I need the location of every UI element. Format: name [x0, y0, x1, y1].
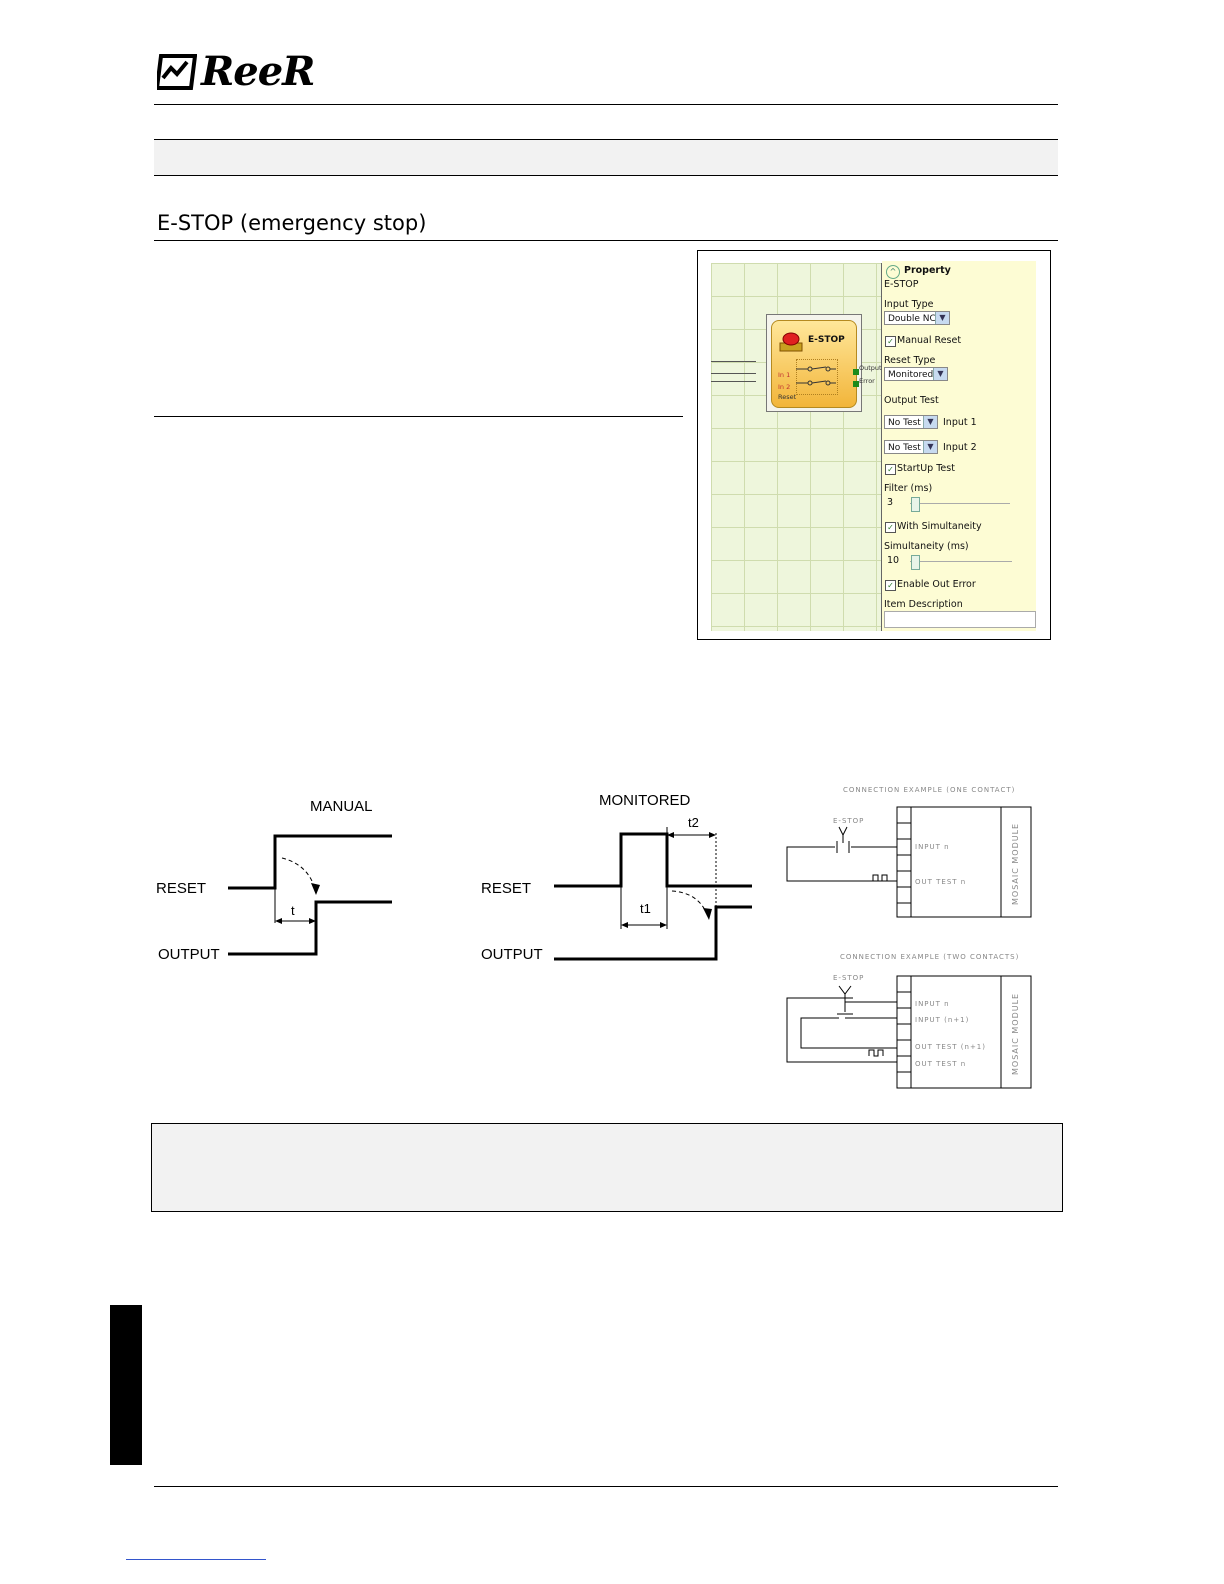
filter-slider-thumb[interactable]: [911, 497, 920, 512]
test1-label: Input 1: [943, 417, 977, 428]
filter-slider[interactable]: [910, 503, 1010, 504]
enable-out-error-checkbox[interactable]: ✓: [885, 580, 896, 591]
reer-logo: ReeR: [157, 48, 315, 95]
manual-reset-checkbox[interactable]: ✓: [885, 336, 896, 347]
enable-out-error-label: Enable Out Error: [897, 579, 976, 590]
connection-one-diagram: [786, 806, 1032, 918]
monitored-reset-label: RESET: [481, 880, 532, 897]
property-sheet: ^ Property E-STOP Input Type Double NC ▼…: [882, 261, 1036, 631]
pin-reset: Reset: [778, 393, 797, 401]
connection-two-diagram: [786, 975, 1032, 1089]
test1-value: No Test: [888, 418, 921, 428]
estop-block[interactable]: E-STOP In 1 In 2 Reset Output Error: [766, 314, 882, 412]
connection-two-module: MOSAIC MODULE: [1011, 992, 1020, 1075]
chevron-down-icon: ▼: [933, 368, 947, 380]
input-type-select[interactable]: Double NC ▼: [884, 311, 950, 325]
connection-one-title: CONNECTION EXAMPLE (ONE CONTACT): [843, 786, 1016, 794]
pin-in2: In 2: [778, 383, 791, 391]
note-box: [151, 1123, 1063, 1212]
filter-label: Filter (ms): [884, 483, 933, 494]
manual-output-label: OUTPUT: [158, 946, 220, 963]
startup-test-label: StartUp Test: [897, 463, 955, 474]
monitored-t2-label: t2: [688, 815, 699, 830]
connection-two-estop: E-STOP: [833, 974, 865, 982]
estop-button-icon: [779, 332, 803, 352]
block-title: E-STOP: [808, 335, 845, 345]
with-simultaneity-checkbox[interactable]: ✓: [885, 522, 896, 533]
output-test-label: Output Test: [884, 395, 939, 406]
logo-mark-icon: [157, 54, 197, 90]
manual-timing-diagram: [228, 834, 392, 956]
design-grid: E-STOP In 1 In 2 Reset Output Error: [711, 263, 883, 631]
section-rule: [154, 240, 1058, 241]
property-block-name: E-STOP: [884, 279, 919, 290]
simultaneity-label: Simultaneity (ms): [884, 541, 969, 552]
manual-title: MANUAL: [310, 798, 373, 815]
property-panel-screenshot: E-STOP In 1 In 2 Reset Output Error: [697, 250, 1051, 640]
footer-rule: [154, 1486, 1058, 1487]
header-band: [154, 139, 1058, 176]
property-header: Property: [904, 265, 951, 276]
connection-one-module: MOSAIC MODULE: [1011, 822, 1020, 905]
monitored-timing-diagram: [554, 827, 752, 961]
test2-label: Input 2: [943, 442, 977, 453]
test2-value: No Test: [888, 443, 921, 453]
text-rule: [154, 416, 683, 417]
pin-error: Error: [859, 377, 875, 385]
input-type-value: Double NC: [888, 314, 936, 324]
connection-two-out-test2: OUT TEST (n+1): [915, 1043, 986, 1051]
item-description-label: Item Description: [884, 599, 963, 610]
connection-two-title: CONNECTION EXAMPLE (TWO CONTACTS): [840, 953, 1020, 961]
monitored-t1-label: t1: [640, 901, 651, 916]
manual-reset-label: RESET: [156, 880, 207, 897]
chevron-down-icon: ▼: [935, 312, 949, 324]
side-language-tab: [110, 1305, 142, 1465]
chevron-down-icon: ▼: [923, 441, 937, 453]
test1-select[interactable]: No Test ▼: [884, 415, 938, 429]
pin-in1: In 1: [778, 371, 791, 379]
monitored-output-label: OUTPUT: [481, 946, 543, 963]
item-description-input[interactable]: [884, 611, 1036, 628]
connection-one-input: INPUT n: [915, 843, 950, 851]
connection-one-estop: E-STOP: [833, 817, 865, 825]
startup-test-checkbox[interactable]: ✓: [885, 464, 896, 475]
footer-link-underline[interactable]: [126, 1559, 266, 1560]
filter-value: 3: [887, 497, 894, 508]
logo-text: ReeR: [201, 48, 315, 95]
simultaneity-slider-thumb[interactable]: [911, 555, 920, 570]
header-rule: [154, 104, 1058, 105]
connection-two-input: INPUT n: [915, 1000, 950, 1008]
manual-t-label: t: [291, 903, 295, 918]
section-title: E-STOP (emergency stop): [157, 211, 427, 235]
collapse-icon[interactable]: ^: [886, 265, 900, 279]
input-type-label: Input Type: [884, 299, 934, 310]
with-simultaneity-label: With Simultaneity: [897, 521, 982, 532]
chevron-down-icon: ▼: [923, 416, 937, 428]
reset-type-value: Monitored: [888, 370, 934, 380]
reset-type-label: Reset Type: [884, 355, 936, 366]
simultaneity-slider[interactable]: [910, 561, 1012, 562]
test2-select[interactable]: No Test ▼: [884, 440, 938, 454]
simultaneity-value: 10: [887, 555, 900, 566]
monitored-title: MONITORED: [599, 792, 691, 809]
connection-two-input2: INPUT (n+1): [915, 1016, 970, 1024]
contact-symbols: [796, 366, 836, 386]
pin-output: Output: [859, 364, 882, 372]
reset-type-select[interactable]: Monitored ▼: [884, 367, 948, 381]
manual-reset-label: Manual Reset: [897, 335, 962, 346]
connection-two-out-test: OUT TEST n: [915, 1060, 967, 1068]
connection-one-out-test: OUT TEST n: [915, 878, 967, 886]
